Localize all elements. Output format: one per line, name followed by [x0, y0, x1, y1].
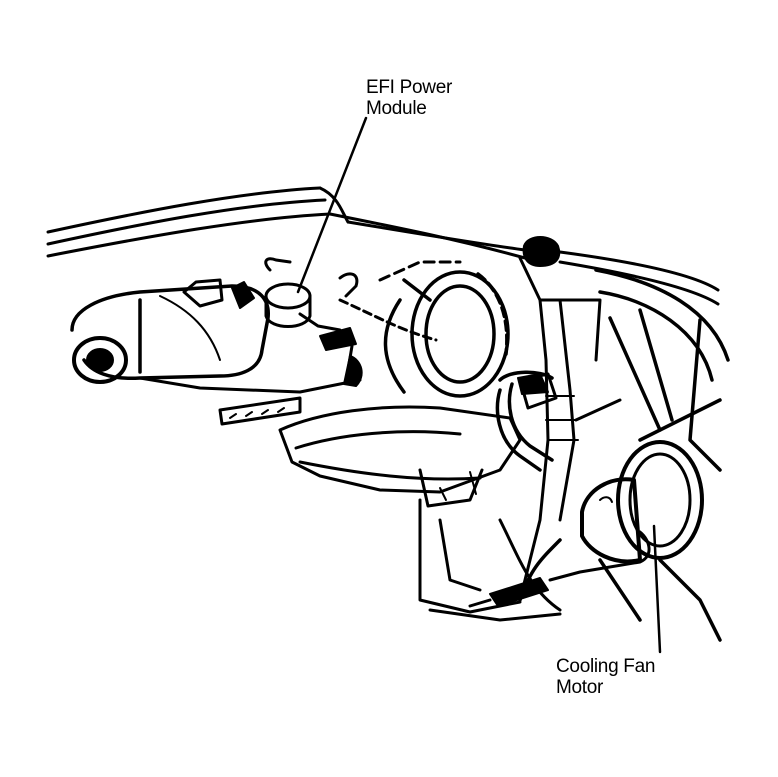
- cooling-fan-motor-label: Cooling Fan Motor: [556, 656, 655, 698]
- efi-leader-line: [296, 116, 368, 294]
- lower-frame: [418, 498, 562, 622]
- fan-motor-connector: [468, 530, 651, 608]
- efi-power-module-assembly: [264, 257, 462, 387]
- air-intake-duct: [70, 278, 270, 384]
- efi-label-line1: EFI Power: [366, 77, 452, 98]
- fan-motor-leader-line: [652, 524, 662, 654]
- battery-tray: [138, 376, 522, 508]
- cooling-fan-motor-body: [580, 440, 704, 564]
- radiator-support: [518, 256, 622, 602]
- fan-label-line1: Cooling Fan: [556, 656, 656, 677]
- cooling-fan-shroud: [518, 268, 730, 642]
- headlamp-housing: [383, 270, 510, 398]
- coolant-hose: [495, 370, 554, 472]
- hood-bumper: [522, 236, 561, 267]
- efi-label-line2: Module: [366, 98, 427, 119]
- fan-label-line2: Motor: [556, 677, 604, 698]
- efi-power-module-label: EFI Power Module: [366, 77, 452, 119]
- fender-edge: [46, 186, 720, 306]
